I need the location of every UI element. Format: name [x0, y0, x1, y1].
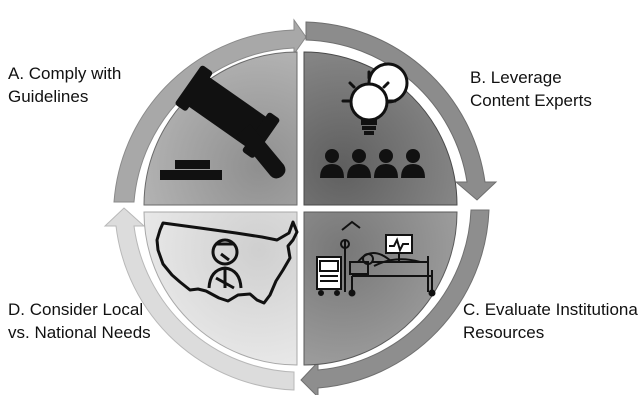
- gavel-icon: [160, 65, 286, 180]
- label-d-line-1: D. Consider Local: [8, 300, 144, 319]
- label-comply-with-guidelines: A. Comply with Guidelines: [8, 62, 121, 108]
- label-evaluate-institutional-resources: C. Evaluate Institutional Resources: [463, 298, 638, 344]
- arrow-d: [103, 207, 295, 391]
- label-b-line-2: Content Experts: [470, 91, 592, 110]
- arrow-b: [305, 21, 498, 201]
- arrow-c: [300, 209, 490, 395]
- label-leverage-content-experts: B. Leverage Content Experts: [470, 66, 592, 112]
- label-d-line-2: vs. National Needs: [8, 323, 151, 342]
- quadrant-c: [300, 209, 490, 395]
- usa-map-patient-icon: [155, 220, 299, 305]
- arrow-a: [113, 18, 307, 203]
- label-a-line-2: Guidelines: [8, 87, 89, 106]
- hospital-bed-icon: [316, 220, 436, 297]
- lightbulb-audience-icon: [320, 62, 425, 178]
- label-c-line-2: Resources: [463, 323, 545, 342]
- label-a-line-1: A. Comply with: [8, 64, 122, 83]
- label-consider-local-vs-national-needs: D. Consider Local vs. National Needs: [8, 298, 151, 344]
- label-b-line-1: B. Leverage: [470, 68, 562, 87]
- label-c-line-1: C. Evaluate Institutional: [463, 300, 638, 319]
- quadrant-d: [103, 207, 298, 391]
